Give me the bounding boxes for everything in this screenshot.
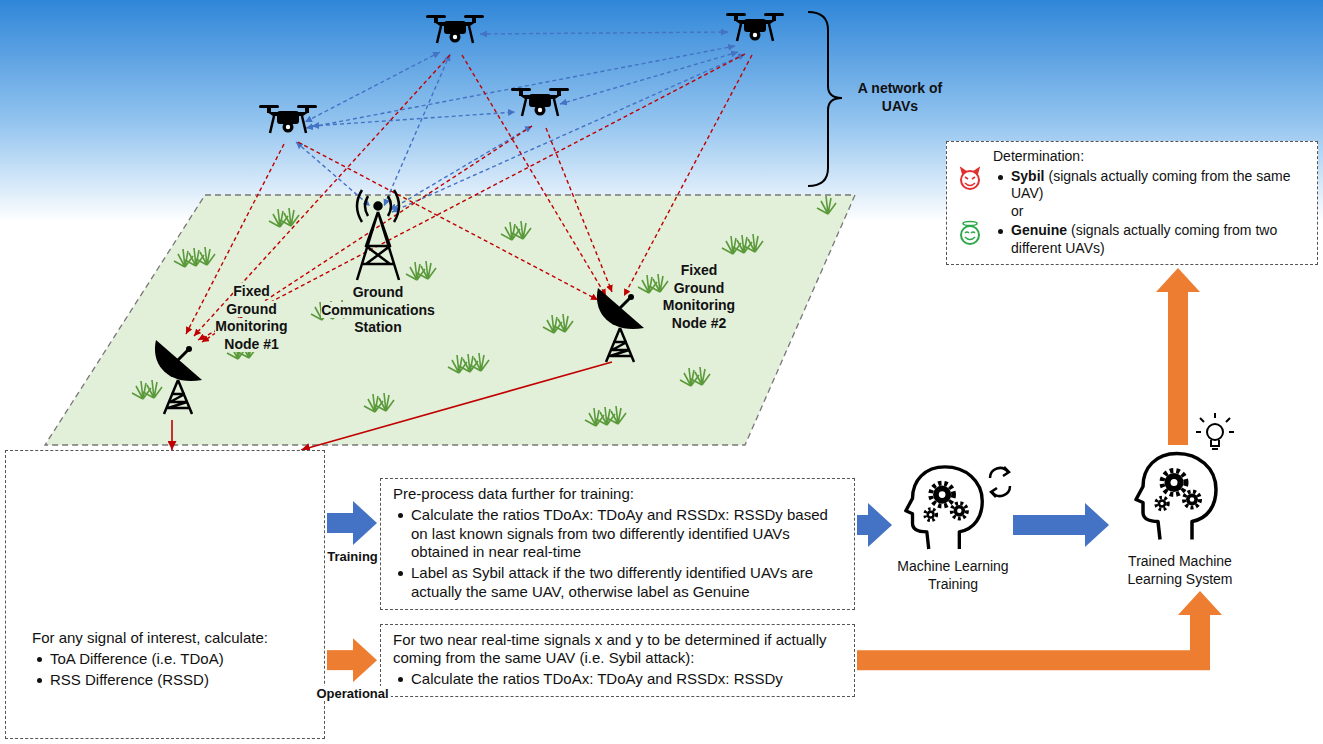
grass-tuft bbox=[543, 315, 562, 333]
text-line: For any signal of interest, calculate: bbox=[32, 629, 310, 648]
calculation-box: For any signal of interest, calculate: To… bbox=[5, 450, 325, 739]
signal-line bbox=[301, 362, 612, 450]
grass-tuft bbox=[638, 275, 657, 293]
bullet-item: Sybil(signals actually coming from the s… bbox=[993, 168, 1309, 203]
node-text: Genuine bbox=[1011, 222, 1067, 238]
node-text: Trained Machine Learning System bbox=[1127, 553, 1232, 587]
node-text: Fixed Ground Monitoring Node #1 bbox=[215, 283, 287, 352]
block-arrow bbox=[327, 650, 354, 670]
operational-box: For two near real-time signals x and y t… bbox=[380, 624, 855, 697]
text-line: or bbox=[993, 203, 1309, 221]
text-line: Fixed Ground Monitoring Node #2 bbox=[654, 262, 744, 332]
text-line: Fixed Ground Monitoring Node #1 bbox=[208, 283, 295, 353]
angel-face-icon bbox=[957, 220, 983, 246]
monitoring-node: Fixed Ground Monitoring Node #1 bbox=[150, 283, 295, 420]
text-line: Ground Communications Station bbox=[316, 284, 440, 337]
node-text: For two near real-time signals x and y t… bbox=[393, 631, 827, 667]
node-text: Pre-process data further for training: bbox=[393, 485, 634, 502]
grass-tuft bbox=[448, 355, 467, 373]
determination-box: Determination: Sybil(signals actually com… bbox=[946, 141, 1318, 265]
node-text: Ground Communications Station bbox=[321, 284, 435, 335]
monitoring-node: Fixed Ground Monitoring Node #2 bbox=[592, 262, 744, 362]
bullet-item: ToA Difference (i.e. TDoA) bbox=[32, 650, 310, 669]
block-arrow bbox=[1013, 515, 1086, 535]
block-arrow bbox=[857, 515, 869, 535]
uav-link bbox=[296, 32, 745, 212]
node-text: Label as Sybil attack if the two differe… bbox=[411, 564, 813, 600]
node-text: Fixed Ground Monitoring Node #2 bbox=[663, 262, 735, 331]
uav bbox=[511, 88, 569, 116]
uav bbox=[726, 13, 784, 41]
node-text: or bbox=[1011, 203, 1023, 219]
devil-face-icon bbox=[957, 166, 983, 192]
ml-training-node: Machine Learning Training bbox=[893, 462, 1013, 593]
node-text: Calculate the ratios TDoAx: TDoAy and RS… bbox=[411, 670, 783, 687]
training-box: Pre-process data further for training: Ca… bbox=[380, 478, 855, 610]
grass-tuft bbox=[680, 368, 699, 386]
node-text: Sybil bbox=[1011, 168, 1044, 184]
node-text: Determination: bbox=[993, 148, 1084, 164]
grass-tuft bbox=[585, 408, 604, 426]
bracket bbox=[808, 12, 842, 186]
signal-line bbox=[171, 420, 173, 450]
monitor-link bbox=[186, 54, 752, 342]
grass bbox=[132, 196, 836, 426]
dish-symbol bbox=[597, 288, 644, 362]
edge-label: Training bbox=[325, 549, 380, 564]
bullet-item: Calculate the ratios TDoAx: TDoAy and RS… bbox=[393, 670, 842, 689]
grass-tuft bbox=[406, 262, 425, 280]
node-text: Machine Learning Training bbox=[897, 558, 1008, 592]
bullet-item: Genuine(signals actually coming from two… bbox=[993, 222, 1309, 257]
grass-tuft bbox=[364, 394, 383, 412]
group-label: A network of UAVs bbox=[852, 80, 948, 115]
lightbulb-icon bbox=[1196, 413, 1234, 449]
trained-ml-node: Trained Machine Learning System bbox=[1110, 445, 1250, 588]
ml-head-icon bbox=[1136, 454, 1216, 540]
text-line: Determination: bbox=[993, 148, 1309, 166]
uav bbox=[259, 105, 317, 133]
grass-tuft bbox=[501, 222, 520, 240]
grass-tuft bbox=[269, 209, 288, 227]
node-text: For any signal of interest, calculate: bbox=[32, 629, 268, 646]
uav bbox=[426, 15, 484, 43]
block-arrow bbox=[857, 614, 1200, 660]
text-line: Trained Machine Learning System bbox=[1110, 553, 1250, 588]
node-text: Calculate the ratios TDoAx: TDoAy and RS… bbox=[411, 506, 828, 561]
block-arrow bbox=[1168, 291, 1188, 445]
retrain-arrows bbox=[990, 467, 1010, 497]
node-text: ToA Difference (i.e. TDoA) bbox=[50, 650, 224, 667]
text-line: For two near real-time signals x and y t… bbox=[393, 631, 842, 669]
station-label: Ground Communications Station bbox=[316, 284, 440, 337]
ml-head-icon bbox=[906, 467, 982, 549]
text-line: Pre-process data further for training: bbox=[393, 485, 842, 504]
grass-tuft bbox=[174, 249, 193, 267]
dish-symbol bbox=[155, 340, 202, 414]
block-arrow bbox=[327, 513, 354, 533]
bullet-item: Calculate the ratios TDoAx: TDoAy and RS… bbox=[393, 506, 842, 562]
bullet-item: Label as Sybil attack if the two differe… bbox=[393, 564, 842, 602]
bullet-item: RSS Difference (RSSD) bbox=[32, 671, 310, 690]
grass-tuft bbox=[722, 236, 741, 254]
grass-tuft bbox=[132, 381, 151, 399]
node-text: (signals actually coming from the same U… bbox=[1011, 168, 1290, 202]
edge-label: Operational bbox=[314, 686, 390, 701]
grass-tuft bbox=[817, 196, 836, 214]
node-text: RSS Difference (RSSD) bbox=[50, 671, 209, 688]
tower-symbol bbox=[357, 190, 399, 280]
text-line: Machine Learning Training bbox=[893, 558, 1013, 593]
